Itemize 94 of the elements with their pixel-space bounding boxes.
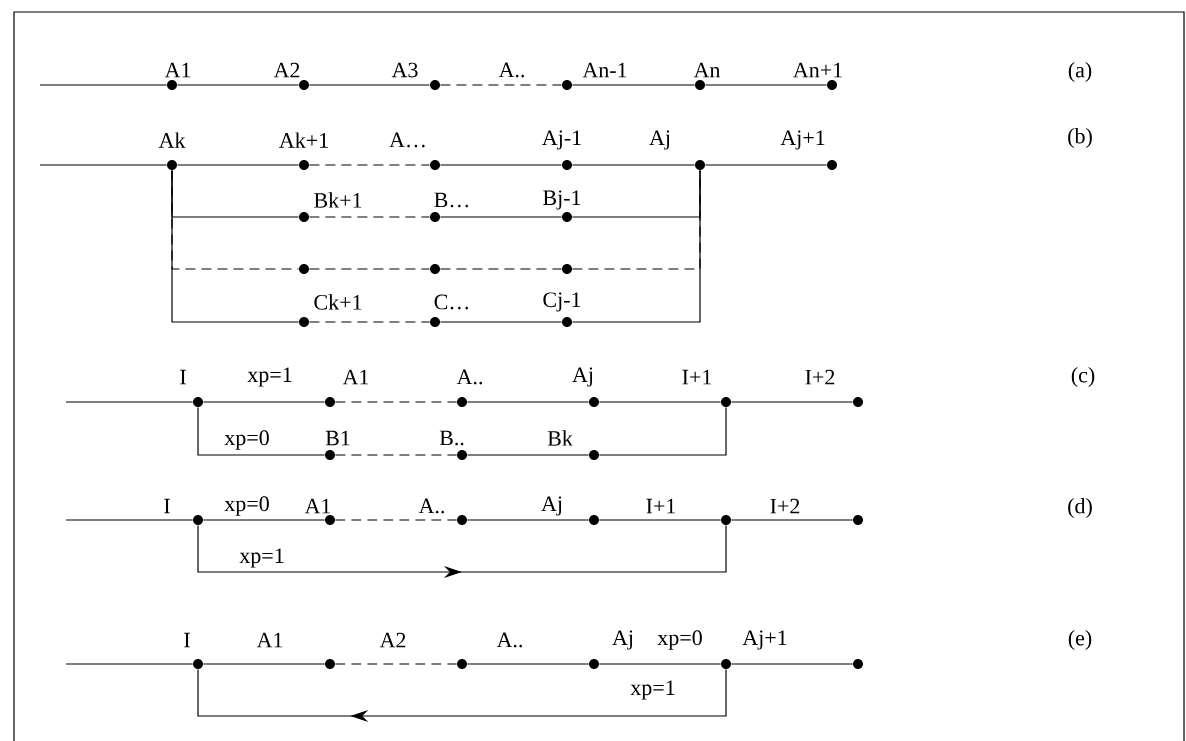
line — [704, 164, 828, 166]
point-label: A1 — [164, 62, 191, 78]
point-label: I — [180, 369, 186, 385]
point-label: Bk — [547, 430, 573, 446]
line — [466, 454, 590, 456]
line — [39, 164, 168, 166]
line — [439, 84, 563, 86]
point-label: Aj-1 — [542, 130, 581, 150]
point-label: An+1 — [793, 62, 842, 78]
line — [65, 401, 194, 403]
point-label: B.. — [439, 430, 464, 446]
line — [334, 454, 458, 456]
panel-label: (a) — [1068, 62, 1092, 82]
point-label: I+2 — [770, 498, 800, 514]
point-label: Aj — [541, 496, 562, 516]
line — [466, 663, 590, 665]
line — [65, 519, 194, 521]
point-label: I — [184, 632, 190, 648]
point-label: Ak+1 — [279, 132, 328, 148]
edge-label: xp=1 — [630, 680, 675, 700]
line — [202, 663, 326, 665]
point-label: A.. — [496, 632, 522, 648]
line — [334, 663, 458, 665]
panel-label: (d) — [1068, 498, 1092, 518]
line — [202, 519, 326, 521]
point-label: C… — [434, 294, 468, 310]
line — [598, 519, 722, 521]
point-label: A3 — [391, 62, 418, 78]
line — [730, 663, 854, 665]
panel-label: (b) — [1068, 128, 1092, 148]
point-label: Cj-1 — [543, 292, 581, 312]
point-label: Bk+1 — [314, 192, 362, 208]
line — [571, 164, 696, 166]
point-label: Aj — [612, 630, 633, 650]
point-label: A… — [389, 132, 425, 148]
line — [466, 519, 590, 521]
edge-label: xp=0 — [657, 630, 702, 650]
point-label: Aj+1 — [780, 130, 825, 150]
line — [202, 401, 326, 403]
line — [308, 84, 431, 86]
line — [308, 321, 431, 323]
edge-label: xp=1 — [239, 548, 284, 568]
line — [730, 519, 854, 521]
point-label: An — [693, 62, 721, 78]
line — [171, 169, 300, 323]
line — [439, 321, 563, 323]
line — [571, 84, 696, 86]
point-label: A2 — [273, 62, 300, 78]
line — [39, 84, 168, 86]
point-label: An-1 — [582, 62, 627, 78]
line — [571, 169, 701, 323]
point-label: I — [164, 498, 170, 514]
line — [176, 84, 300, 86]
line — [598, 401, 722, 403]
point-label: Ak — [158, 132, 186, 148]
line — [730, 401, 854, 403]
point-label: A.. — [418, 498, 444, 514]
edge-label: xp=0 — [224, 430, 269, 450]
line — [197, 406, 326, 456]
line — [176, 164, 300, 166]
line — [439, 268, 563, 270]
point-label: Aj+1 — [742, 630, 787, 650]
line — [466, 401, 590, 403]
line — [334, 519, 458, 521]
line — [439, 216, 563, 218]
point-label: Aj — [649, 130, 670, 150]
line — [598, 406, 727, 456]
point-label: A.. — [498, 62, 524, 78]
edge-label: xp=0 — [224, 496, 269, 516]
point-label: A.. — [456, 369, 482, 385]
panel-label: (e) — [1068, 630, 1092, 650]
point-label: A1 — [256, 632, 283, 648]
line — [334, 401, 458, 403]
point-label: Aj — [572, 367, 593, 387]
point-label: B1 — [325, 430, 350, 446]
line — [65, 663, 194, 665]
point-label: A1 — [342, 369, 369, 385]
point-label: A1 — [304, 498, 331, 514]
point-label: I+1 — [682, 369, 712, 385]
point-label: B… — [434, 192, 468, 208]
line — [598, 663, 722, 665]
point-label: Ck+1 — [314, 294, 362, 310]
line — [308, 164, 431, 166]
point-label: A2 — [379, 632, 406, 648]
point-label: I+2 — [805, 369, 835, 385]
line — [704, 84, 828, 86]
line — [308, 216, 431, 218]
point-label: I+1 — [646, 498, 676, 514]
point-label: Bj-1 — [543, 190, 581, 210]
edge-label: xp=1 — [247, 367, 292, 387]
panel-label: (c) — [1071, 367, 1095, 387]
line — [197, 668, 727, 723]
line — [308, 268, 431, 270]
line — [439, 164, 563, 166]
